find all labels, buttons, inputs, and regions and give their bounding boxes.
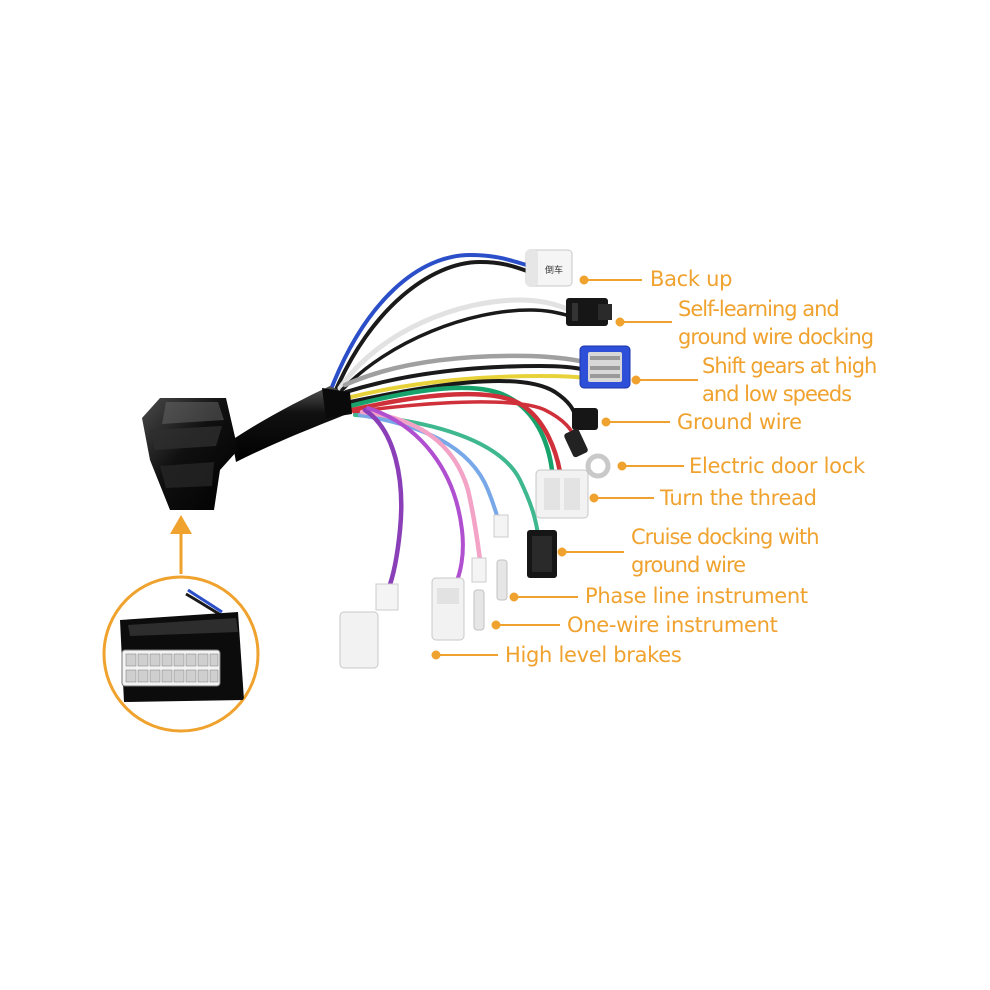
label-cruise-docking: Cruise docking with ground wire bbox=[631, 523, 820, 579]
label-ground-wire: Ground wire bbox=[677, 408, 802, 436]
backup-tag-text: 倒车 bbox=[545, 264, 563, 276]
groundwire-connector bbox=[572, 408, 598, 430]
doorlock-connector bbox=[535, 469, 589, 519]
wire-magenta-brakes bbox=[366, 406, 465, 587]
phaseline-connector bbox=[493, 514, 509, 601]
ring-terminal bbox=[564, 428, 611, 479]
label-self-learning: Self-learning and ground wire docking bbox=[678, 295, 874, 351]
wire-gray-shift bbox=[342, 353, 588, 388]
label-line: One-wire instrument bbox=[567, 613, 778, 637]
onewire-connector bbox=[471, 557, 487, 631]
label-line: Shift gears at high bbox=[702, 354, 877, 378]
brakes-connector-b bbox=[431, 577, 465, 641]
label-line: Self-learning and bbox=[678, 297, 840, 321]
brakes-connector-a bbox=[339, 583, 399, 669]
label-line: Back up bbox=[650, 267, 733, 291]
wire-lightblue-phase bbox=[358, 413, 502, 527]
wire-blue-backup bbox=[328, 252, 532, 394]
arrow-up-icon bbox=[170, 515, 192, 534]
label-line: Electric door lock bbox=[689, 454, 865, 478]
wire-pink-onewire bbox=[359, 409, 483, 563]
wire-purple-brakes bbox=[362, 407, 404, 593]
label-line: and low speeds bbox=[702, 382, 852, 406]
label-line: High level brakes bbox=[505, 643, 682, 667]
wire-black-ground bbox=[348, 379, 578, 420]
label-line: Phase line instrument bbox=[585, 584, 808, 608]
label-line: Cruise docking with bbox=[631, 525, 820, 549]
label-high-level-brakes: High level brakes bbox=[505, 641, 682, 669]
wire-red-ring bbox=[352, 400, 578, 442]
label-line: ground wire bbox=[631, 553, 746, 577]
wire-black-shift bbox=[344, 363, 587, 394]
cruise-connector bbox=[527, 530, 557, 578]
label-line: Turn the thread bbox=[660, 486, 817, 510]
label-back-up: Back up bbox=[650, 265, 733, 293]
label-line: ground wire docking bbox=[678, 325, 874, 349]
wire-white-selflearning bbox=[337, 297, 573, 391]
label-shift-gears: Shift gears at high and low speeds bbox=[702, 352, 877, 408]
wire-yellow-shift bbox=[345, 373, 587, 400]
leader-lines bbox=[431, 275, 698, 660]
selflearning-connector bbox=[566, 298, 612, 326]
zoom-callout bbox=[102, 515, 260, 733]
label-phase-line: Phase line instrument bbox=[585, 582, 808, 610]
wire-black-backup bbox=[333, 259, 532, 394]
main-connector-boot bbox=[142, 386, 352, 510]
label-electric-door-lock: Electric door lock bbox=[689, 452, 865, 480]
shiftgears-connector bbox=[579, 345, 631, 389]
label-turn-the-thread: Turn the thread bbox=[660, 484, 817, 512]
wire-black-selflearning bbox=[340, 308, 572, 392]
pin-grid bbox=[125, 653, 219, 683]
label-one-wire: One-wire instrument bbox=[567, 611, 778, 639]
label-line: Ground wire bbox=[677, 410, 802, 434]
backup-connector: 倒车 bbox=[525, 249, 573, 287]
